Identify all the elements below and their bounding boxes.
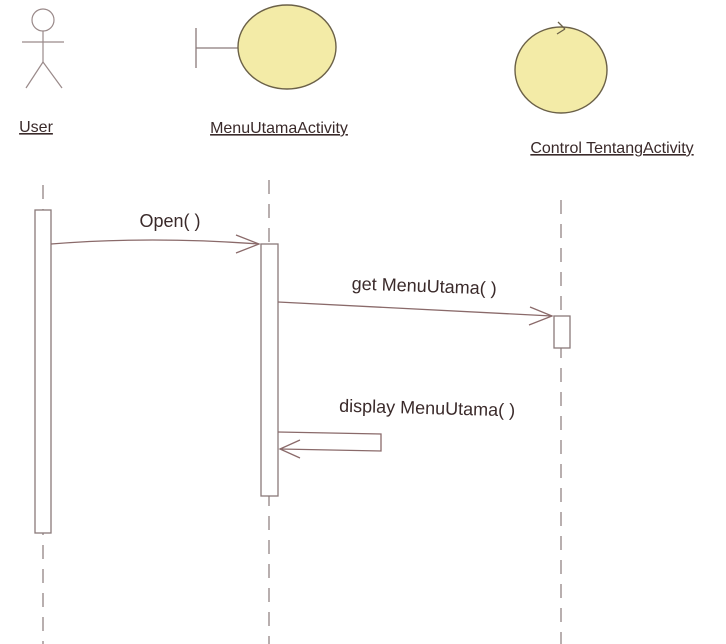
- message-label-open: Open( ): [139, 211, 200, 231]
- message-arrow-get-menuutama: [277, 301, 554, 326]
- control-object-icon: [514, 21, 608, 114]
- message-label-get-menuutama: get MenuUtama( ): [351, 273, 497, 298]
- message-label-display-menuutama: display MenuUtama( ): [339, 396, 516, 421]
- participant-label-control: Control TentangActivity: [530, 140, 693, 157]
- message-arrow-open: [50, 234, 261, 254]
- participant-label-user: User: [19, 119, 53, 136]
- activation-bar-control: [553, 315, 571, 349]
- boundary-object-icon: [195, 4, 337, 90]
- participant-label-menuutama: MenuUtamaActivity: [210, 120, 348, 137]
- activation-bar-user: [34, 209, 52, 534]
- activation-bar-menuutama: [260, 243, 279, 497]
- message-arrow-display-menuutama: [277, 431, 382, 459]
- user-actor-icon: [22, 8, 64, 89]
